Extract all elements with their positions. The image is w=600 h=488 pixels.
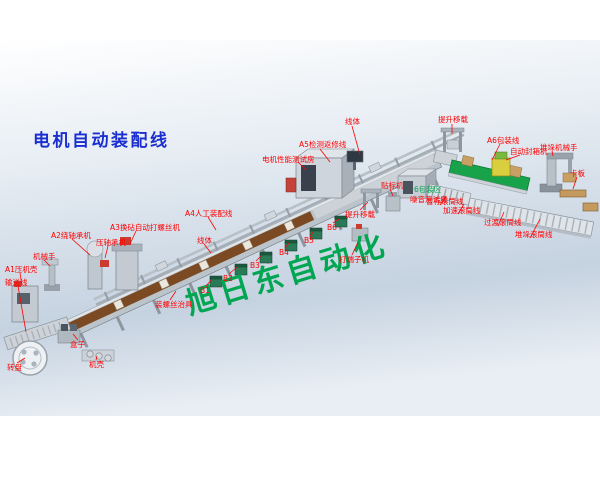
label-terminal-crimper: 打端子机 xyxy=(339,255,369,264)
label-a5-repair-line: A5检测返修线 xyxy=(299,140,347,149)
label-robot-hand: 机械手 xyxy=(33,252,56,261)
label-motor-test-room: 电机性能测试房 xyxy=(262,155,315,164)
label-stacking-roller-line: 堆垛滚筒线 xyxy=(515,230,553,239)
label-labeling-machine: 贴标机 xyxy=(381,181,404,190)
packing-belt-conveyor xyxy=(448,155,531,195)
label-noise-test-room: 噪音测试房 xyxy=(410,195,448,204)
label-a6-packing-line: A6包装线 xyxy=(487,136,520,145)
label-motor-housing: 机壳 xyxy=(89,360,104,369)
label-b3: B3 xyxy=(250,261,260,270)
page-title: 电机自动装配线 xyxy=(33,131,170,151)
label-packing-zone: 6包装区 xyxy=(414,185,442,194)
palletizing-robot-arm xyxy=(539,152,577,193)
label-lift-transfer-mid: 提升移载 xyxy=(345,210,375,219)
label-b4: B4 xyxy=(279,248,289,257)
label-line-body-mid: 线体 xyxy=(197,236,212,245)
label-infeed-line: 输送线 xyxy=(5,278,28,287)
lift-transfer-top-unit xyxy=(440,127,465,154)
label-screw-fixture: 装螺丝治具 xyxy=(155,300,193,309)
label-b1: B1 xyxy=(200,286,210,295)
lift-transfer-mid-unit xyxy=(360,188,382,210)
terminal-crimping-machine-box xyxy=(351,224,369,242)
label-box: 盒子 xyxy=(70,340,85,349)
label-a1-housing-press: A1压机壳 xyxy=(5,265,38,274)
label-lift-transfer-top: 提升移载 xyxy=(438,115,468,124)
label-palletizer-hand: 堆垛机械手 xyxy=(540,143,578,152)
pallet-fixtures xyxy=(113,220,295,311)
turntable-disc xyxy=(12,340,48,376)
motor-test-room-box xyxy=(285,148,364,199)
label-a2-bearing-machine: A2绕轴承机 xyxy=(51,231,91,240)
label-a3-screw-machine: A3换砧自动打螺丝机 xyxy=(110,223,180,232)
label-turntable: 转盘 xyxy=(7,363,22,372)
buffer-bins xyxy=(209,215,348,288)
label-b6: B6 xyxy=(327,223,337,232)
label-bearing-press: 压轴承机 xyxy=(96,238,126,247)
label-auto-carton-sealer: 自动封箱机 xyxy=(510,147,548,156)
label-b2: B2 xyxy=(223,274,233,283)
label-pallet: 卡板 xyxy=(570,169,585,178)
label-b5: B5 xyxy=(304,236,314,245)
label-transition-roller-line: 过渡滚筒线 xyxy=(484,218,522,227)
label-a4-manual-line: A4人工装配线 xyxy=(185,209,233,218)
label-buffer-roller-line: 暂存滚筒线 xyxy=(426,197,464,206)
pallet-boards xyxy=(559,189,599,212)
infeed-area xyxy=(3,316,115,376)
label-line-body-top: 线体 xyxy=(345,117,360,126)
label-accel-roller-line: 加速滚筒线 xyxy=(443,206,481,215)
